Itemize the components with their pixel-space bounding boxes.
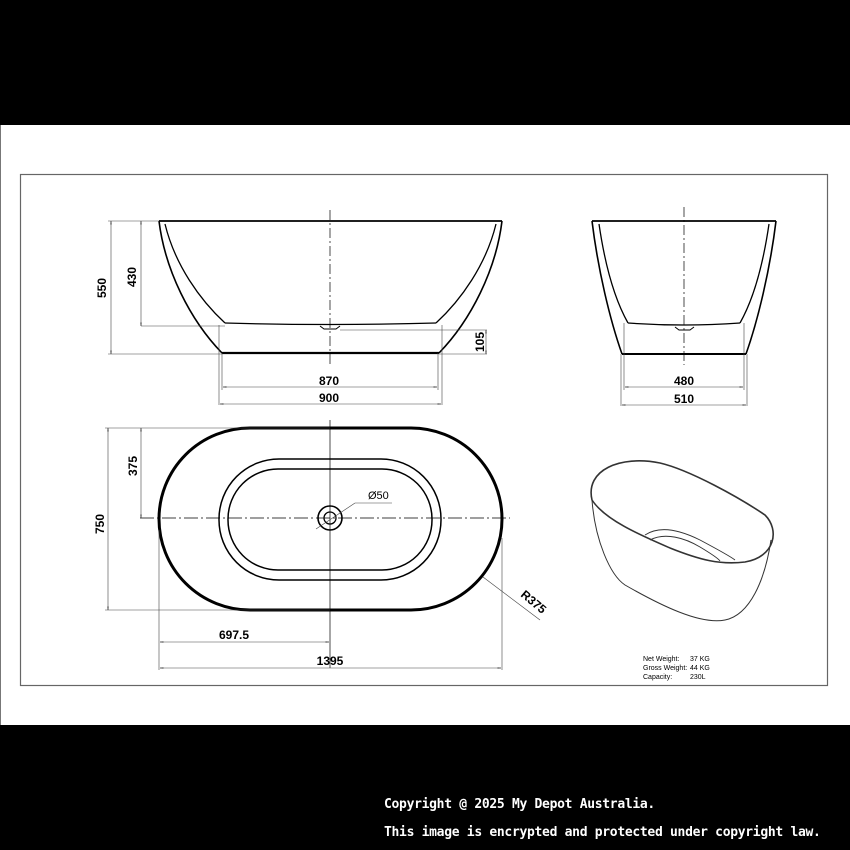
dim-end-radius: R375 <box>518 587 549 616</box>
dim-waste-diameter: Ø50 <box>368 490 389 502</box>
spec-value-capacity: 230L <box>690 674 706 681</box>
side-view <box>108 210 503 405</box>
spec-value-net-weight: 37 KG <box>690 656 710 663</box>
dim-base-inner-width: 480 <box>674 374 694 388</box>
specs-table: Net Weight: 37 KG Gross Weight: 44 KG Ca… <box>643 656 710 681</box>
copyright-notice: This image is encrypted and protected un… <box>384 825 821 840</box>
dim-base-outer-width: 510 <box>674 392 694 406</box>
spec-label-gross-weight: Gross Weight: <box>643 665 687 672</box>
dim-half-width: 375 <box>126 456 140 476</box>
dim-base-outer-length: 900 <box>319 391 339 405</box>
dim-half-length: 697.5 <box>219 628 249 642</box>
dim-total-height: 550 <box>95 278 109 298</box>
spec-value-gross-weight: 44 KG <box>690 665 710 672</box>
drawing-frame <box>19 173 829 687</box>
end-view <box>591 207 777 406</box>
copyright-text: Copyright @ 2025 My Depot Australia. <box>384 797 655 812</box>
spec-label-net-weight: Net Weight: <box>643 656 679 663</box>
dim-overall-length: 1395 <box>317 654 344 668</box>
dim-overall-width: 750 <box>93 514 107 534</box>
dim-inner-depth: 430 <box>125 267 139 287</box>
plan-view <box>105 420 541 670</box>
spec-label-capacity: Capacity: <box>643 674 672 681</box>
dim-base-inner-length: 870 <box>319 374 339 388</box>
dim-plinth-height: 105 <box>473 332 487 352</box>
isometric-view <box>590 460 774 622</box>
